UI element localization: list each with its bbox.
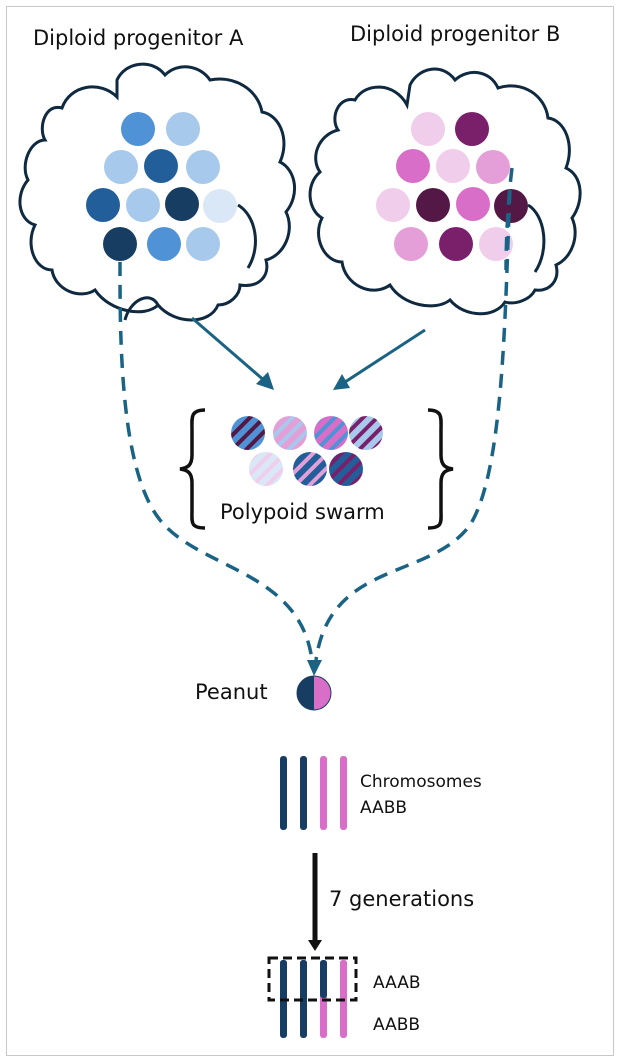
progenitor-a-chromosome-circle — [86, 188, 120, 222]
genotype-aaab-label: AAAB — [373, 973, 421, 993]
progenitor-b-chromosome-circle — [436, 149, 470, 183]
progenitor-a-chromosome-circle — [103, 227, 137, 261]
generations-label: 7 generations — [329, 887, 475, 911]
dashed-path-a-to-peanut — [118, 261, 314, 661]
swarm-hybrid-circle — [273, 416, 307, 450]
progenitor-a-chromosome-circle — [166, 112, 200, 146]
cloud-b — [308, 67, 582, 316]
progenitor-a-chromosome-circle — [147, 227, 181, 261]
peanut-half-b — [314, 676, 331, 710]
chromosome-bar — [320, 756, 327, 830]
chromosome-bar — [300, 756, 307, 830]
progenitor-b-chromosome-circle — [455, 112, 489, 146]
swarm-hybrid-circle — [231, 416, 265, 450]
right-brace-icon — [427, 408, 454, 530]
chromosome-bar-top-segment — [340, 960, 347, 998]
arrow-a-to-swarm — [191, 316, 274, 390]
progenitor-a-chromosome-circle — [165, 187, 199, 221]
progenitor-b-chromosome-circle — [396, 149, 430, 183]
figure-frame — [6, 6, 614, 1056]
swarm-hybrid-circle — [293, 452, 327, 486]
peanut-label: Peanut — [195, 680, 268, 704]
cloud-a-inner-arc-1 — [237, 203, 257, 269]
arrow-b-to-swarm — [333, 328, 426, 390]
cloud-b-inner-arc — [527, 203, 546, 273]
progenitor-a-title: Diploid progenitor A — [33, 26, 244, 50]
progenitor-b-chromosome-circle — [376, 188, 410, 222]
progenitor-b-chromosome-set — [376, 112, 528, 261]
progenitor-a-chromosome-set — [86, 112, 237, 261]
aaab-highlight-box — [267, 956, 358, 1002]
swarm-hybrid-circle — [314, 416, 348, 450]
progenitor-b-chromosome-circle — [439, 227, 473, 261]
dashed-path-b-overlay — [504, 167, 514, 271]
progenitor-b-chromosome-circle — [494, 189, 528, 223]
progenitor-a-chromosome-circle — [121, 112, 155, 146]
chromosome-bar-top-segment — [280, 960, 287, 998]
peanut-icon — [297, 676, 331, 710]
chromosome-bar-top-segment — [300, 960, 307, 998]
chromosomes-label-line2: AABB — [360, 798, 408, 818]
swarm-hybrid-circle — [329, 452, 363, 486]
swarm-label: Polypoid swarm — [220, 500, 385, 524]
cloud-a-inner-arc-2 — [123, 296, 160, 321]
peanut-arrowhead-icon — [307, 660, 322, 676]
generations-arrow — [308, 853, 322, 951]
swarm-hybrid-circle — [249, 452, 283, 486]
cloud-b-outline — [308, 67, 582, 316]
progenitor-a-chromosome-circle — [104, 150, 138, 184]
genotype-aabb-label: AABB — [373, 1015, 421, 1035]
progenitor-b-title: Diploid progenitor B — [350, 22, 561, 46]
swarm-hybrid-circle — [349, 416, 383, 450]
chromosomes-label: Chromosomes AABB — [360, 769, 482, 821]
progenitor-a-chromosome-circle — [186, 150, 220, 184]
progenitor-b-chromosome-circle — [476, 150, 510, 184]
cloud-a — [18, 62, 297, 322]
cloud-a-outline — [18, 62, 297, 322]
progenitor-b-chromosome-circle — [456, 187, 490, 221]
polyploid-swarm-circles — [231, 416, 383, 486]
chromosome-bar — [340, 756, 347, 830]
peanut-outline — [296, 675, 332, 711]
peanut-half-a — [297, 676, 314, 710]
progenitor-b-chromosome-circle — [411, 112, 445, 146]
progenitor-b-chromosome-circle — [416, 188, 450, 222]
progenitor-a-chromosome-circle — [203, 189, 237, 223]
progenitor-b-chromosome-circle — [394, 227, 428, 261]
chromosome-bar-top-segment — [320, 960, 327, 998]
progenitor-a-chromosome-circle — [126, 188, 160, 222]
chromosome-bar — [280, 756, 287, 830]
progenitor-a-chromosome-circle — [144, 149, 178, 183]
left-brace-icon — [179, 408, 206, 530]
progenitor-a-chromosome-circle — [186, 227, 220, 261]
chromosome-set-aabb — [280, 756, 347, 830]
progenitor-b-chromosome-circle — [479, 227, 513, 261]
chromosomes-label-line1: Chromosomes — [360, 772, 482, 792]
